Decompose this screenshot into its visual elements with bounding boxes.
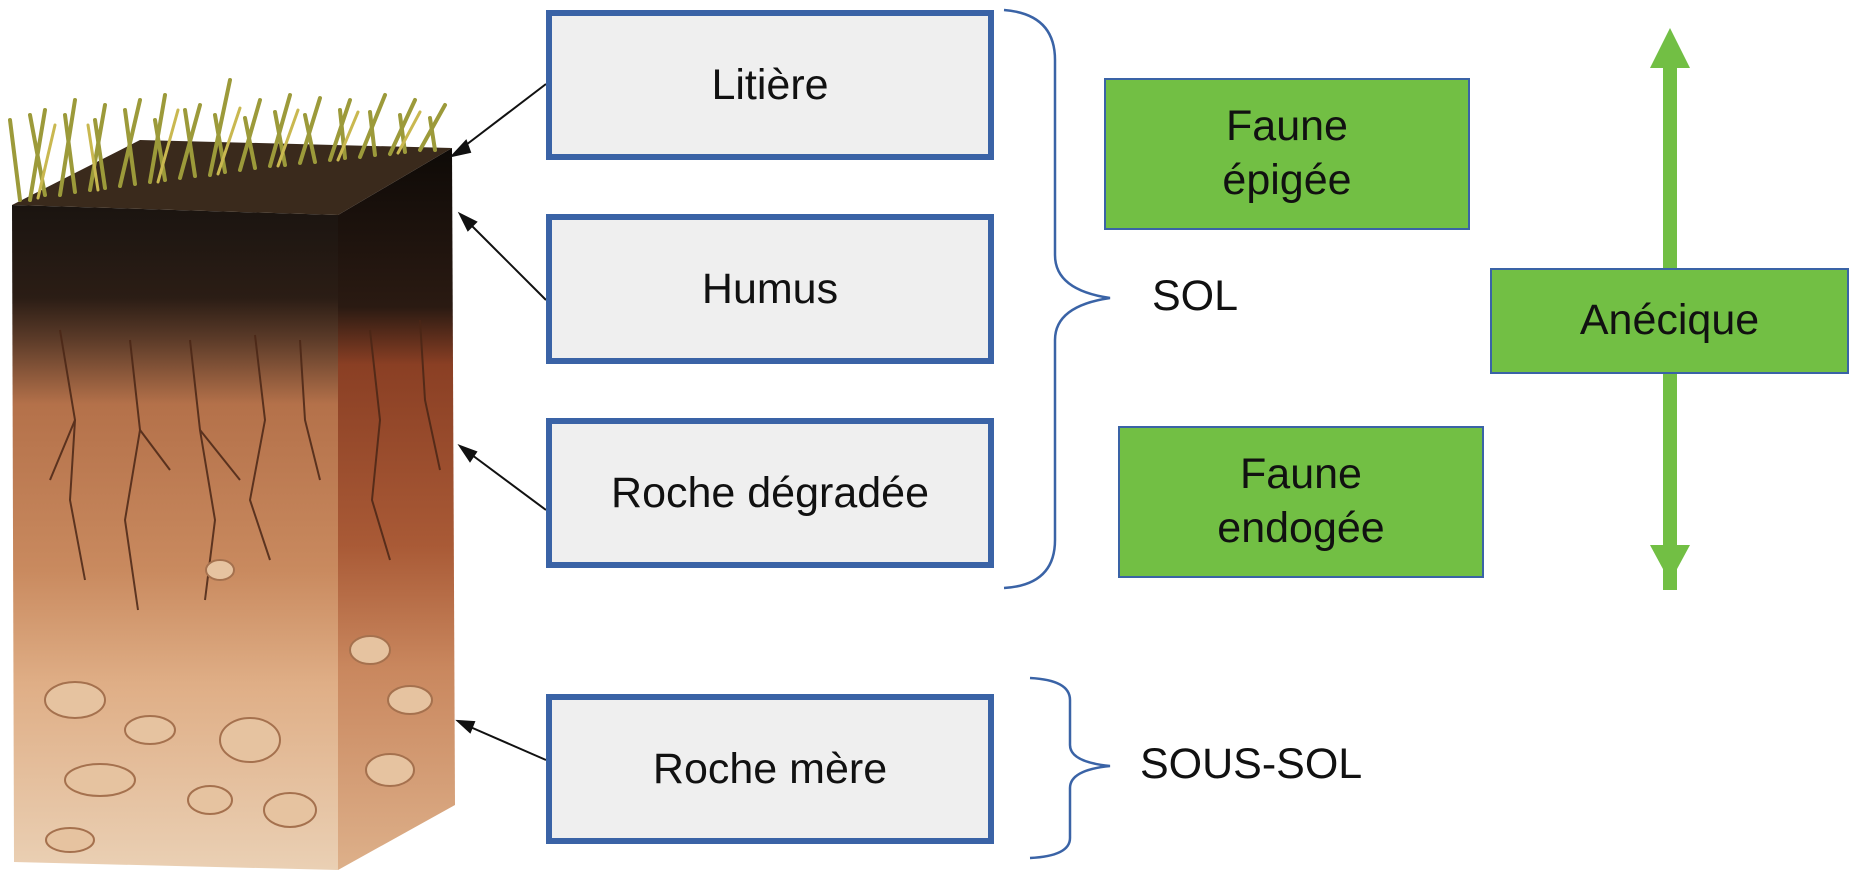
sous-sol-brace <box>1029 676 1111 860</box>
layer-roche-degradee-label: Roche dégradée <box>611 468 929 517</box>
layer-litiere-label: Litière <box>711 60 829 109</box>
layer-litiere-box: Litière <box>546 10 994 160</box>
layer-roche-degradee-box: Roche dégradée <box>546 418 994 568</box>
layer-roche-mere-label: Roche mère <box>652 744 888 793</box>
layer-humus-box: Humus <box>546 214 994 364</box>
zone-sol-label: SOL <box>1152 272 1239 320</box>
faune-endogee-line2: endogée <box>1217 504 1385 552</box>
anecique-label: Anécique <box>1579 296 1760 345</box>
zone-sous-sol-label: SOUS-SOL <box>1140 740 1363 788</box>
layer-roche-mere-box: Roche mère <box>546 694 994 844</box>
sol-brace <box>1003 8 1111 590</box>
roots <box>49 319 441 611</box>
soil-front-face <box>12 205 338 870</box>
faune-epigee-box: Faune épigée <box>1104 78 1470 230</box>
anecique-box: Anécique <box>1490 268 1849 374</box>
soil-top-surface <box>12 140 452 215</box>
faune-endogee-line1: Faune <box>1240 450 1362 499</box>
faune-epigee-line2: épigée <box>1222 156 1352 204</box>
grass-highlights <box>36 106 422 200</box>
faune-endogee-box: Faune endogée <box>1118 426 1484 578</box>
pointer-arrows <box>449 83 547 761</box>
pebbles <box>44 559 433 853</box>
layer-humus-label: Humus <box>701 264 839 313</box>
faune-epigee-line1: Faune <box>1226 102 1348 151</box>
grass <box>8 78 447 202</box>
